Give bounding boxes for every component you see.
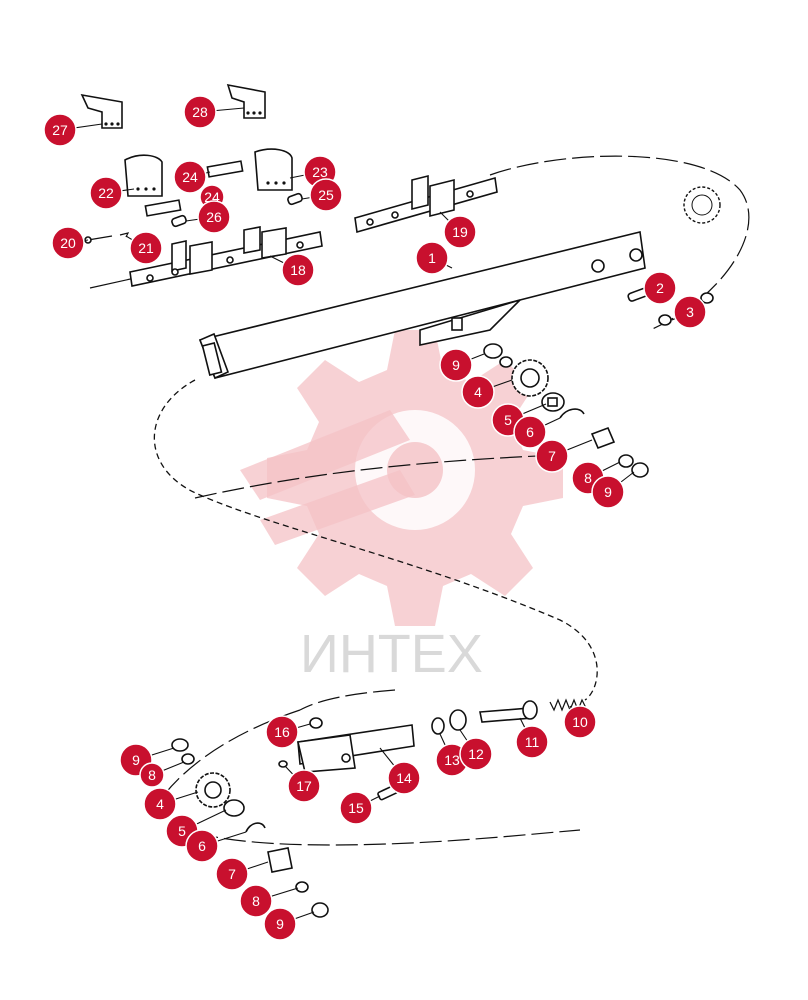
svg-text:3: 3 <box>686 304 694 320</box>
svg-text:12: 12 <box>468 746 484 762</box>
svg-text:11: 11 <box>525 734 540 750</box>
svg-text:17: 17 <box>296 778 312 794</box>
callout-17: 17 <box>287 769 321 803</box>
sprocket-top-right <box>683 186 721 224</box>
callout-7-upper: 7 <box>535 439 569 473</box>
svg-text:15: 15 <box>348 800 364 816</box>
svg-text:2: 2 <box>656 280 664 296</box>
watermark-text: ИНТЕХ <box>300 624 483 684</box>
svg-text:22: 22 <box>98 185 114 201</box>
svg-text:8: 8 <box>584 470 592 486</box>
svg-text:10: 10 <box>572 714 588 730</box>
svg-text:23: 23 <box>312 164 328 180</box>
svg-text:4: 4 <box>156 796 164 812</box>
callout-6-upper: 6 <box>513 415 547 449</box>
callout-8-lower-b: 8 <box>239 884 273 918</box>
bracket-27 <box>80 93 123 129</box>
svg-text:5: 5 <box>178 823 186 839</box>
pin-20 <box>84 235 113 244</box>
svg-text:7: 7 <box>548 448 556 464</box>
svg-text:18: 18 <box>290 262 306 278</box>
roller-26 <box>171 214 187 228</box>
svg-text:26: 26 <box>206 209 222 225</box>
callout-18: 18 <box>281 253 315 287</box>
svg-text:16: 16 <box>274 724 290 740</box>
svg-text:9: 9 <box>132 752 140 768</box>
beam-1 <box>198 231 646 380</box>
callout-8-lower: 8 <box>139 762 165 788</box>
upper-sprocket-assembly <box>483 343 649 478</box>
svg-text:8: 8 <box>252 893 260 909</box>
callout-4-upper: 4 <box>461 375 495 409</box>
guide-23 <box>254 148 293 191</box>
lower-sprocket-assembly <box>171 738 329 918</box>
callout-1: 1 <box>415 241 449 275</box>
plate-24-bottom <box>144 199 182 217</box>
svg-text:28: 28 <box>192 104 208 120</box>
callout-10: 10 <box>563 705 597 739</box>
svg-text:9: 9 <box>604 484 612 500</box>
callout-14: 14 <box>387 761 421 795</box>
svg-text:1: 1 <box>428 250 436 266</box>
plate-24-top <box>206 160 244 178</box>
callout-2: 2 <box>643 271 677 305</box>
svg-text:8: 8 <box>148 767 156 783</box>
svg-text:25: 25 <box>318 187 334 203</box>
washer-3 <box>658 292 714 326</box>
callout-3: 3 <box>673 295 707 329</box>
chain-19 <box>354 174 498 234</box>
callout-4-lower: 4 <box>143 787 177 821</box>
callout-15: 15 <box>339 791 373 825</box>
svg-text:5: 5 <box>504 412 512 428</box>
svg-text:14: 14 <box>396 770 412 786</box>
callout-9-lower-b: 9 <box>263 907 297 941</box>
callout-20: 20 <box>51 226 85 260</box>
svg-text:27: 27 <box>52 122 68 138</box>
callout-24: 24 <box>173 160 207 194</box>
callout-12: 12 <box>459 737 493 771</box>
chain-18 <box>129 226 323 287</box>
callout-26: 26 <box>197 200 231 234</box>
callout-21: 21 <box>129 231 163 265</box>
svg-text:19: 19 <box>452 224 468 240</box>
callout-25: 25 <box>309 178 343 212</box>
svg-text:6: 6 <box>526 424 534 440</box>
svg-text:6: 6 <box>198 838 206 854</box>
callout-16: 16 <box>265 715 299 749</box>
callout-27: 27 <box>43 113 77 147</box>
bracket-28 <box>226 83 266 119</box>
callout-9-upper: 9 <box>439 348 473 382</box>
guide-22 <box>124 154 163 197</box>
svg-text:13: 13 <box>444 752 460 768</box>
svg-text:7: 7 <box>228 866 236 882</box>
callout-28: 28 <box>183 95 217 129</box>
clip-21 <box>119 232 130 238</box>
svg-text:24: 24 <box>182 169 198 185</box>
callout-11: 11 <box>515 725 549 759</box>
svg-text:20: 20 <box>60 235 76 251</box>
callout-22: 22 <box>89 176 123 210</box>
callout-9-upper-b: 9 <box>591 475 625 509</box>
callout-6-lower: 6 <box>185 829 219 863</box>
svg-text:9: 9 <box>276 916 284 932</box>
callout-19: 19 <box>443 215 477 249</box>
svg-text:9: 9 <box>452 357 460 373</box>
svg-text:21: 21 <box>138 240 154 256</box>
svg-text:4: 4 <box>474 384 482 400</box>
roller-25 <box>287 192 303 206</box>
callout-7-lower: 7 <box>215 857 249 891</box>
